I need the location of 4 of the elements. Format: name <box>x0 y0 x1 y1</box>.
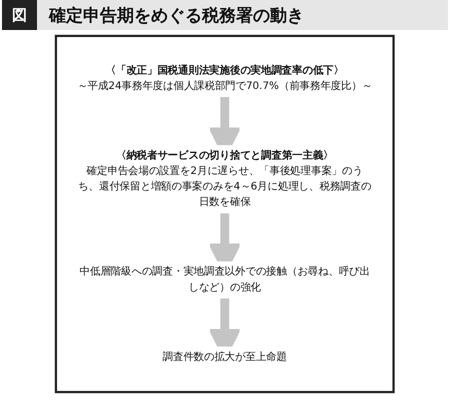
figure-badge: 図 <box>2 0 37 30</box>
node-text: 〈「改正」国税通則法実施後の実地調査率の低下〉 ～平成24事務年度は個人課税部門で70.7%（前事務年度比）～ <box>78 64 372 92</box>
cluster <box>55 34 395 394</box>
diagram-title: 確定申告期をめぐる税務署の動き <box>49 4 304 26</box>
